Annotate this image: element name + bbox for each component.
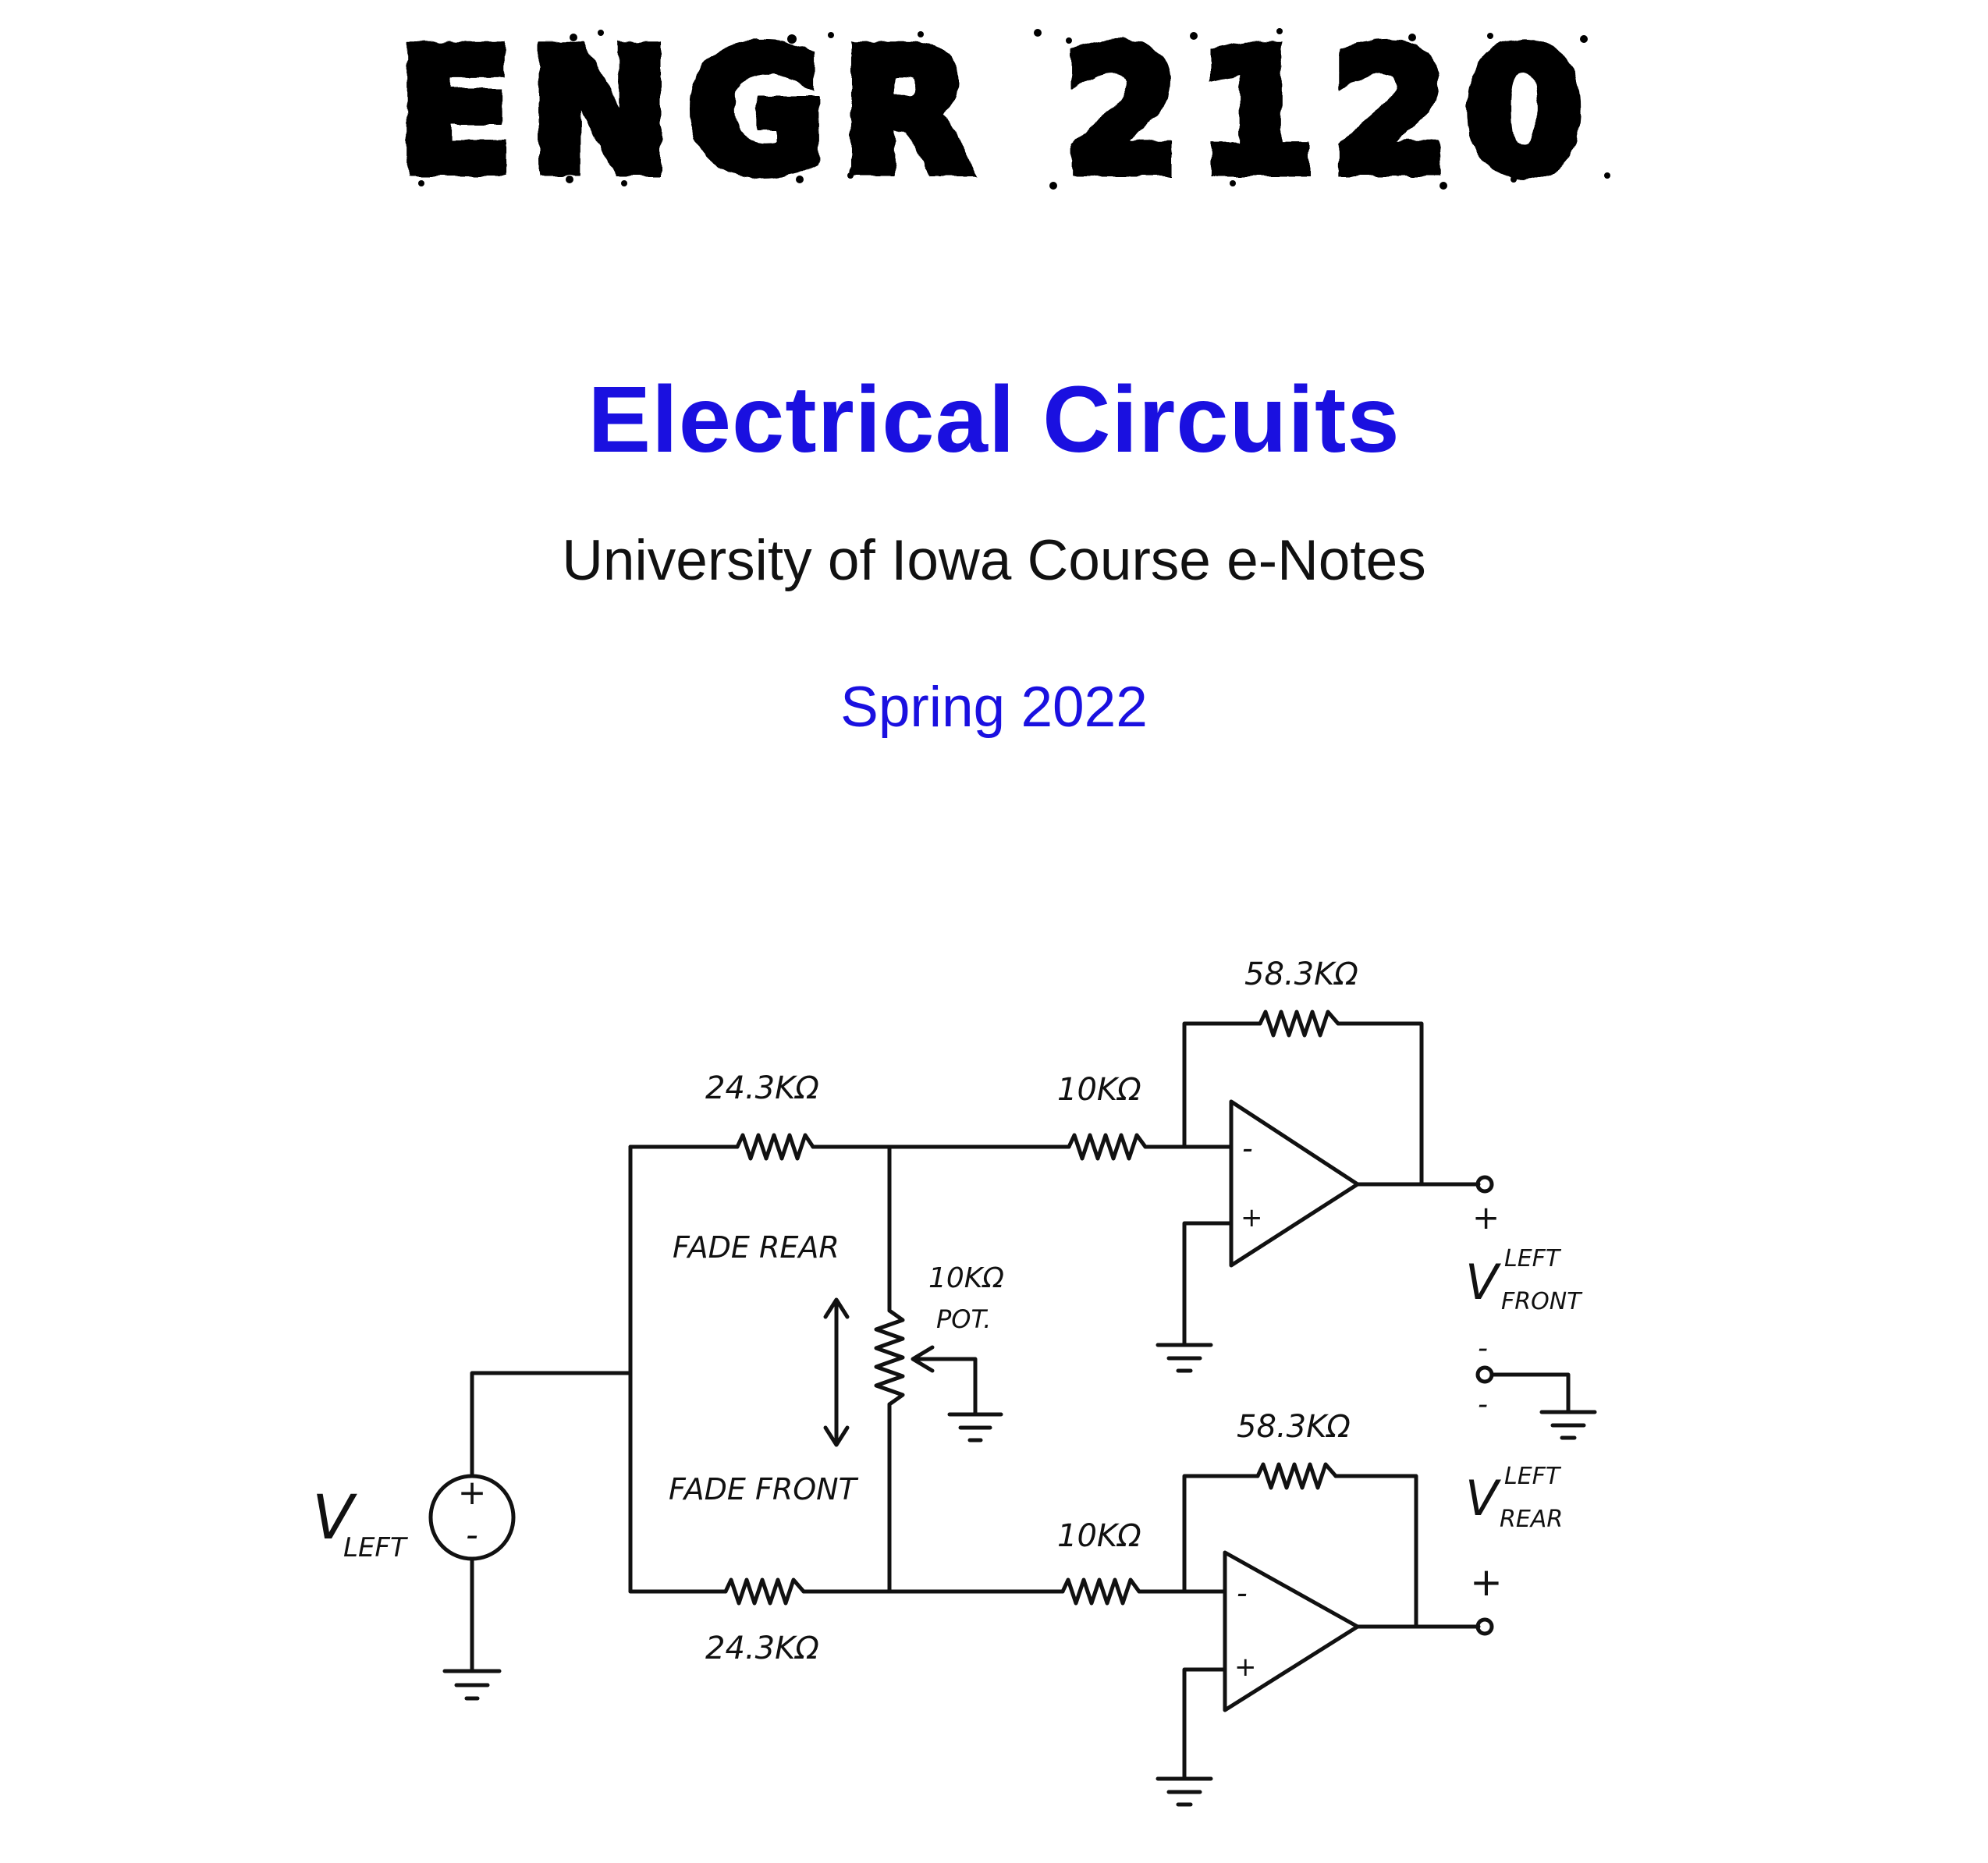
resistor-top-feedback [1258,1010,1340,1038]
resistor-bottom-input-label: 10KΩ [1057,1518,1141,1554]
resistor-bottom-input [1060,1577,1141,1606]
fade-arrow-up-icon [823,1297,850,1319]
source-plus-label: + [458,1473,487,1513]
logo-speckles [418,28,1610,190]
op-amp-top [1229,1099,1360,1268]
resistor-top-feedback-label: 58.3KΩ [1244,956,1358,992]
source-minus-label: - [466,1515,478,1555]
logo-text: ENGR 2120 [398,23,1599,195]
output-rear-terminal [1475,1617,1494,1636]
pot-value-label: 10KΩ [928,1262,1004,1294]
resistor-top-left-label: 24.3KΩ [705,1070,819,1106]
wire-bottom-feedback-right [1333,1474,1418,1629]
voltage-source: + - [428,1473,516,1561]
output-rear-sub-label: REAR [1500,1506,1563,1533]
wire-mid-ground [1489,1372,1571,1413]
resistor-bottom-feedback [1255,1462,1338,1490]
document-term: Spring 2022 [840,676,1148,739]
document-subtitle: University of Iowa Course e-Notes [562,529,1426,592]
ground-bottom-amp-icon [1156,1776,1213,1807]
resistor-top-left [735,1133,815,1161]
pot-type-label: POT. [936,1304,991,1334]
wire-top-feedback-left [1182,1021,1262,1149]
ground-pot-icon [947,1412,1003,1442]
ground-source-icon [442,1669,502,1701]
document-title: Electrical Circuits [588,366,1400,472]
ground-mid-icon [1539,1410,1597,1440]
resistor-bottom-feedback-label: 58.3KΩ [1237,1409,1351,1445]
mid-minus-top: - [1478,1332,1488,1364]
wire-bottom-noninverting [1182,1667,1227,1780]
pot-wiper-arrow-icon [911,1345,935,1373]
wire-pot-wiper [912,1357,978,1417]
resistor-top-input [1067,1133,1148,1161]
output-front-terminal [1475,1175,1494,1194]
op-amp-bottom [1223,1550,1360,1712]
output-front-plus: + [1472,1198,1500,1237]
wire-top-noninverting [1182,1221,1234,1346]
fade-arrow-down-icon [823,1425,850,1447]
op-amp-top-minus: - [1242,1131,1253,1166]
op-amp-bottom-plus: + [1234,1652,1257,1683]
mid-minus-bottom: - [1478,1389,1488,1421]
ground-top-amp-icon [1156,1343,1213,1373]
mid-ground-terminal [1475,1365,1494,1384]
op-amp-top-plus: + [1241,1202,1263,1233]
source-v-label: V [312,1483,357,1553]
op-amp-bottom-minus: - [1237,1576,1248,1610]
output-rear-v-label: V [1465,1470,1502,1527]
source-sub-label: LEFT [343,1532,408,1563]
resistor-bottom-left-label: 24.3KΩ [705,1631,819,1666]
fade-front-label: FADE FRONT [669,1472,859,1506]
wire-bottom-feedback-left [1182,1474,1260,1594]
course-logo: ENGR 2120 [392,23,1610,195]
resistor-top-input-label: 10KΩ [1057,1072,1141,1108]
output-rear-sup-label: LEFT [1504,1463,1562,1490]
output-rear-plus: + [1470,1560,1503,1605]
wire-source-top [470,1371,633,1478]
wire-top-feedback-right [1336,1021,1424,1187]
potentiometer [874,1308,905,1407]
resistor-bottom-left [723,1577,806,1606]
output-front-sup-label: LEFT [1504,1245,1562,1272]
output-front-sub-label: FRONT [1501,1288,1583,1315]
output-front-v-label: V [1465,1254,1502,1311]
fade-rear-label: FADE REAR [673,1230,840,1265]
